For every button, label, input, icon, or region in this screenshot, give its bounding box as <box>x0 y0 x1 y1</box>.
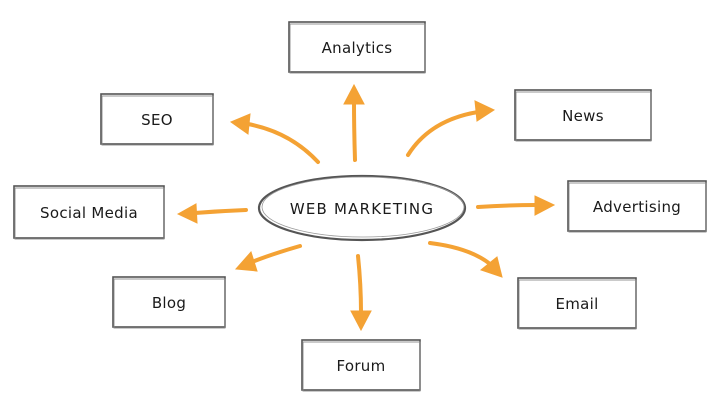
center-ellipse-sketch <box>261 176 465 238</box>
node-label-social-media: Social Media <box>40 204 138 222</box>
arrow-to-seo <box>229 113 320 164</box>
node-forum: Forum <box>301 339 421 392</box>
arrowhead <box>534 195 556 216</box>
node-blog: Blog <box>112 276 226 329</box>
arrow-to-blog <box>234 244 302 272</box>
arrowhead <box>229 113 251 135</box>
node-label-news: News <box>562 107 604 125</box>
arrow-to-forum <box>350 254 372 332</box>
node-label-email: Email <box>555 295 598 313</box>
arrowhead <box>479 256 503 278</box>
node-box <box>288 21 426 73</box>
center-node: WEB MARKETING <box>257 174 467 242</box>
node-box-sketch <box>14 187 165 240</box>
node-label-seo: SEO <box>141 111 173 129</box>
arrow-line <box>193 208 248 215</box>
arrow-line <box>476 203 538 209</box>
arrow-line <box>246 122 320 164</box>
node-box-sketch <box>518 279 637 330</box>
node-box-sketch <box>302 341 421 392</box>
arrowhead <box>343 83 365 105</box>
arrow-line <box>428 241 492 266</box>
node-label-blog: Blog <box>152 294 186 312</box>
node-label-advertising: Advertising <box>593 198 681 216</box>
node-box <box>517 277 637 329</box>
node-social-media: Social Media <box>13 185 165 240</box>
node-box <box>112 276 226 328</box>
node-box-sketch <box>113 278 226 329</box>
node-label-analytics: Analytics <box>322 39 393 57</box>
node-label-forum: Forum <box>336 357 385 375</box>
node-seo: SEO <box>100 93 214 146</box>
center-ellipse <box>257 174 467 242</box>
node-advertising: Advertising <box>567 180 707 233</box>
node-box-sketch <box>101 95 214 146</box>
node-box <box>567 180 707 232</box>
arrow-line <box>406 110 480 157</box>
arrowhead <box>234 251 258 272</box>
arrowhead <box>474 100 496 122</box>
center-label: WEB MARKETING <box>290 200 434 218</box>
arrow-line <box>250 244 302 264</box>
node-box <box>301 339 421 391</box>
arrow-line <box>352 98 357 162</box>
arrow-to-advertising <box>476 195 556 216</box>
arrowhead <box>350 310 372 332</box>
arrow-to-social-media <box>176 203 248 224</box>
arrow-to-news <box>406 100 496 157</box>
node-box-sketch <box>515 91 652 142</box>
node-news: News <box>514 89 652 142</box>
node-box-sketch <box>289 23 426 74</box>
arrow-line <box>356 254 363 314</box>
arrowhead <box>176 203 198 224</box>
arrow-to-email <box>428 241 503 278</box>
arrows <box>176 83 556 332</box>
node-box-sketch <box>568 182 707 233</box>
node-email: Email <box>517 277 637 330</box>
node-box <box>13 185 165 239</box>
node-box <box>100 93 214 145</box>
arrow-to-analytics <box>343 83 365 162</box>
node-analytics: Analytics <box>288 21 426 74</box>
